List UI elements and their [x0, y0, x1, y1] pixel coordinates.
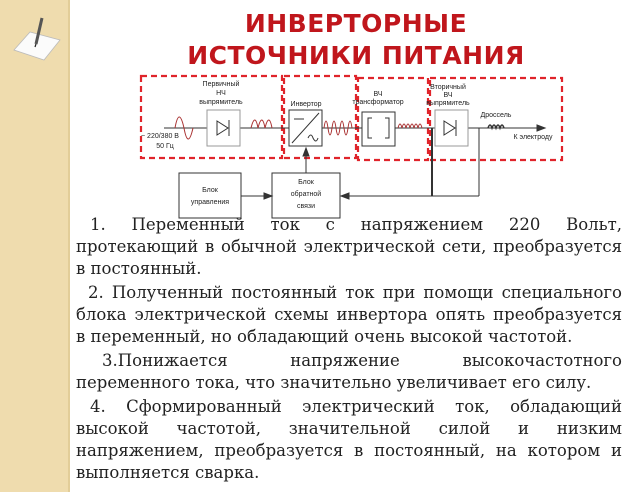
primary-rectifier-label-2: НЧ: [216, 90, 226, 97]
paragraph-2: 2. Полученный постоянный ток при помощи …: [76, 283, 622, 346]
choke-label: Дроссель: [481, 112, 512, 119]
output-label: К электроду: [514, 134, 553, 141]
control-block-label: Блок: [202, 187, 219, 194]
secondary-rectifier-label-3: выпрямитель: [426, 100, 470, 107]
zone-secondary: [428, 76, 564, 162]
sidebar: [0, 0, 70, 492]
control-block: [178, 172, 242, 219]
secondary-rectifier-label: Вторичный: [430, 83, 466, 91]
transformer-label-2: трансформатор: [352, 99, 403, 106]
text-area: 1. Переменный ток с напряжением 220 Воль…: [76, 0, 622, 492]
pen-and-paper-icon: [13, 17, 61, 61]
feedback-block: [271, 172, 341, 219]
secondary-rectifier-label-2: ВЧ: [443, 92, 452, 99]
slide-title: ИНВЕРТОРНЫЕ ИСТОЧНИКИ ПИТАНИЯ: [140, 8, 572, 72]
paragraph-4: 4. Сформированный электрический ток, обл…: [76, 397, 622, 482]
control-block-label-2: управления: [191, 199, 229, 206]
input-label: ~ 220/380 В: [141, 133, 179, 140]
feedback-block-label: Блок: [298, 179, 315, 186]
paragraph-1: 1. Переменный ток с напряжением 220 Воль…: [76, 215, 622, 278]
secondary-rectifier-box: [434, 109, 469, 147]
zone-transformer: [356, 76, 430, 162]
input-freq-label: 50 Гц: [156, 143, 174, 150]
inverter-label: Инвертор: [290, 101, 321, 108]
zone-inverter: [282, 74, 358, 160]
feedback-block-label-3: связи: [297, 203, 315, 210]
paragraph-3: 3.Понижается напряжение высокочастотного…: [76, 351, 622, 392]
transformer-label: ВЧ: [373, 91, 382, 98]
title-line-1: ИНВЕРТОРНЫЕ: [244, 9, 468, 38]
zone-rectifier: [139, 74, 284, 160]
feedback-block-label-2: обратной: [291, 190, 321, 198]
svg-text:~ 220/380 В50 Гц: ~ 220/380 В 50 Гц: [141, 133, 179, 150]
title-line-2: ИСТОЧНИКИ ПИТАНИЯ: [187, 41, 525, 70]
primary-rectifier-label-3: выпрямитель: [199, 99, 243, 106]
primary-rectifier-label: Первичный: [203, 80, 240, 88]
